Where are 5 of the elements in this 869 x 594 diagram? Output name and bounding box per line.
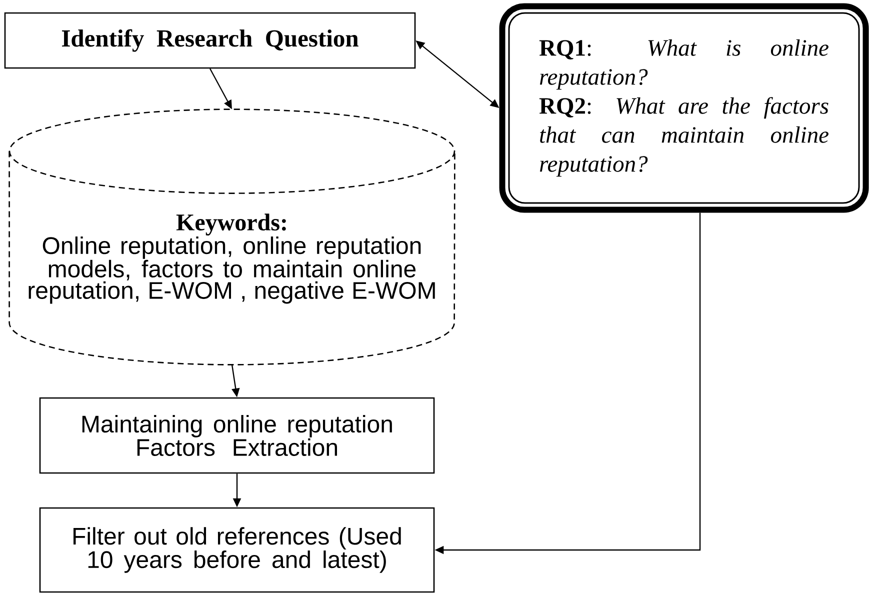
process-box: Identify Research Question	[4, 12, 416, 69]
question-box: RQ1: What is online reputation? RQ2: What are the factors that can maintain online reputation?	[499, 3, 869, 213]
database-cylinder: Keywords: Online reputation, online reputation models, factors to maintain online reputation, E-WOM , negative E-WOM	[8, 108, 456, 366]
process-box: Filter out old references (Used 10 years before and latest)	[39, 507, 435, 593]
process-box: Maintaining online reputation Factors Extraction	[39, 397, 435, 474]
